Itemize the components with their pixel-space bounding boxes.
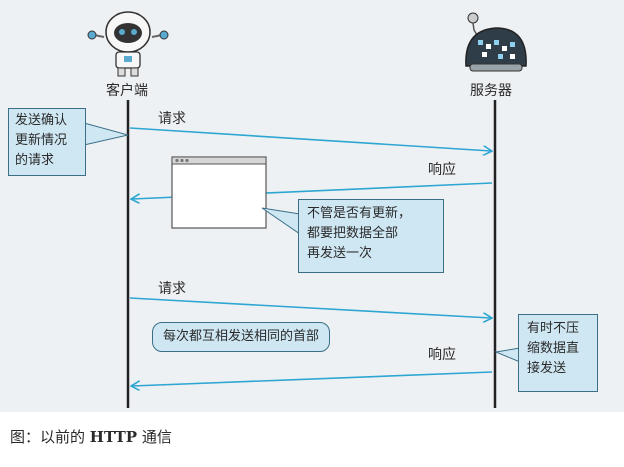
note-line: 更新情况 xyxy=(15,133,68,148)
callout-tail-send-all xyxy=(261,207,301,235)
note-line: 有时不压 xyxy=(527,321,580,336)
diagram-area: 客户端 服务器 请求 响应 请求 响应 发送确认 更新情况 的请求 不管是否有更… xyxy=(0,0,624,412)
client-label: 客户端 xyxy=(106,83,148,99)
note-no-compress: 有时不压 缩数据直 接发送 xyxy=(518,314,598,392)
note-line: 再发送一次 xyxy=(307,246,373,261)
client-robot-icon xyxy=(87,11,169,77)
note-line: 的请求 xyxy=(15,153,55,168)
request-arrow-2 xyxy=(129,297,491,318)
note-line: 发送确认 xyxy=(15,113,68,128)
server-label: 服务器 xyxy=(470,83,512,99)
note-same-header: 每次都互相发送相同的首部 xyxy=(152,322,331,352)
note-line: 缩数据直 xyxy=(527,341,580,356)
caption-prefix: 图：以前的 xyxy=(10,428,86,446)
note-line: 不管是否有更新， xyxy=(307,206,412,221)
request-label-1: 请求 xyxy=(158,111,186,127)
response-label-2: 响应 xyxy=(428,347,456,363)
request-arrow-1 xyxy=(129,127,491,151)
note-send-all: 不管是否有更新， 都要把数据全部 再发送一次 xyxy=(298,199,444,273)
callout-tail-no-compress xyxy=(494,347,521,363)
note-line: 接发送 xyxy=(527,361,567,376)
diagram-canvas xyxy=(83,11,527,408)
note-send-confirm: 发送确认 更新情况 的请求 xyxy=(8,108,86,176)
caption-protocol: HTTP xyxy=(89,428,138,446)
response-arrow-2 xyxy=(132,371,493,386)
response-label-1: 响应 xyxy=(428,162,456,178)
note-line: 都要把数据全部 xyxy=(307,226,399,241)
caption-suffix: 通信 xyxy=(141,428,172,446)
browser-window-icon xyxy=(171,156,267,229)
figure-caption: 图：以前的 HTTP 通信 xyxy=(10,426,172,447)
request-label-2: 请求 xyxy=(158,281,186,297)
server-robot-icon xyxy=(465,12,527,72)
callout-tail-confirm xyxy=(83,122,129,146)
